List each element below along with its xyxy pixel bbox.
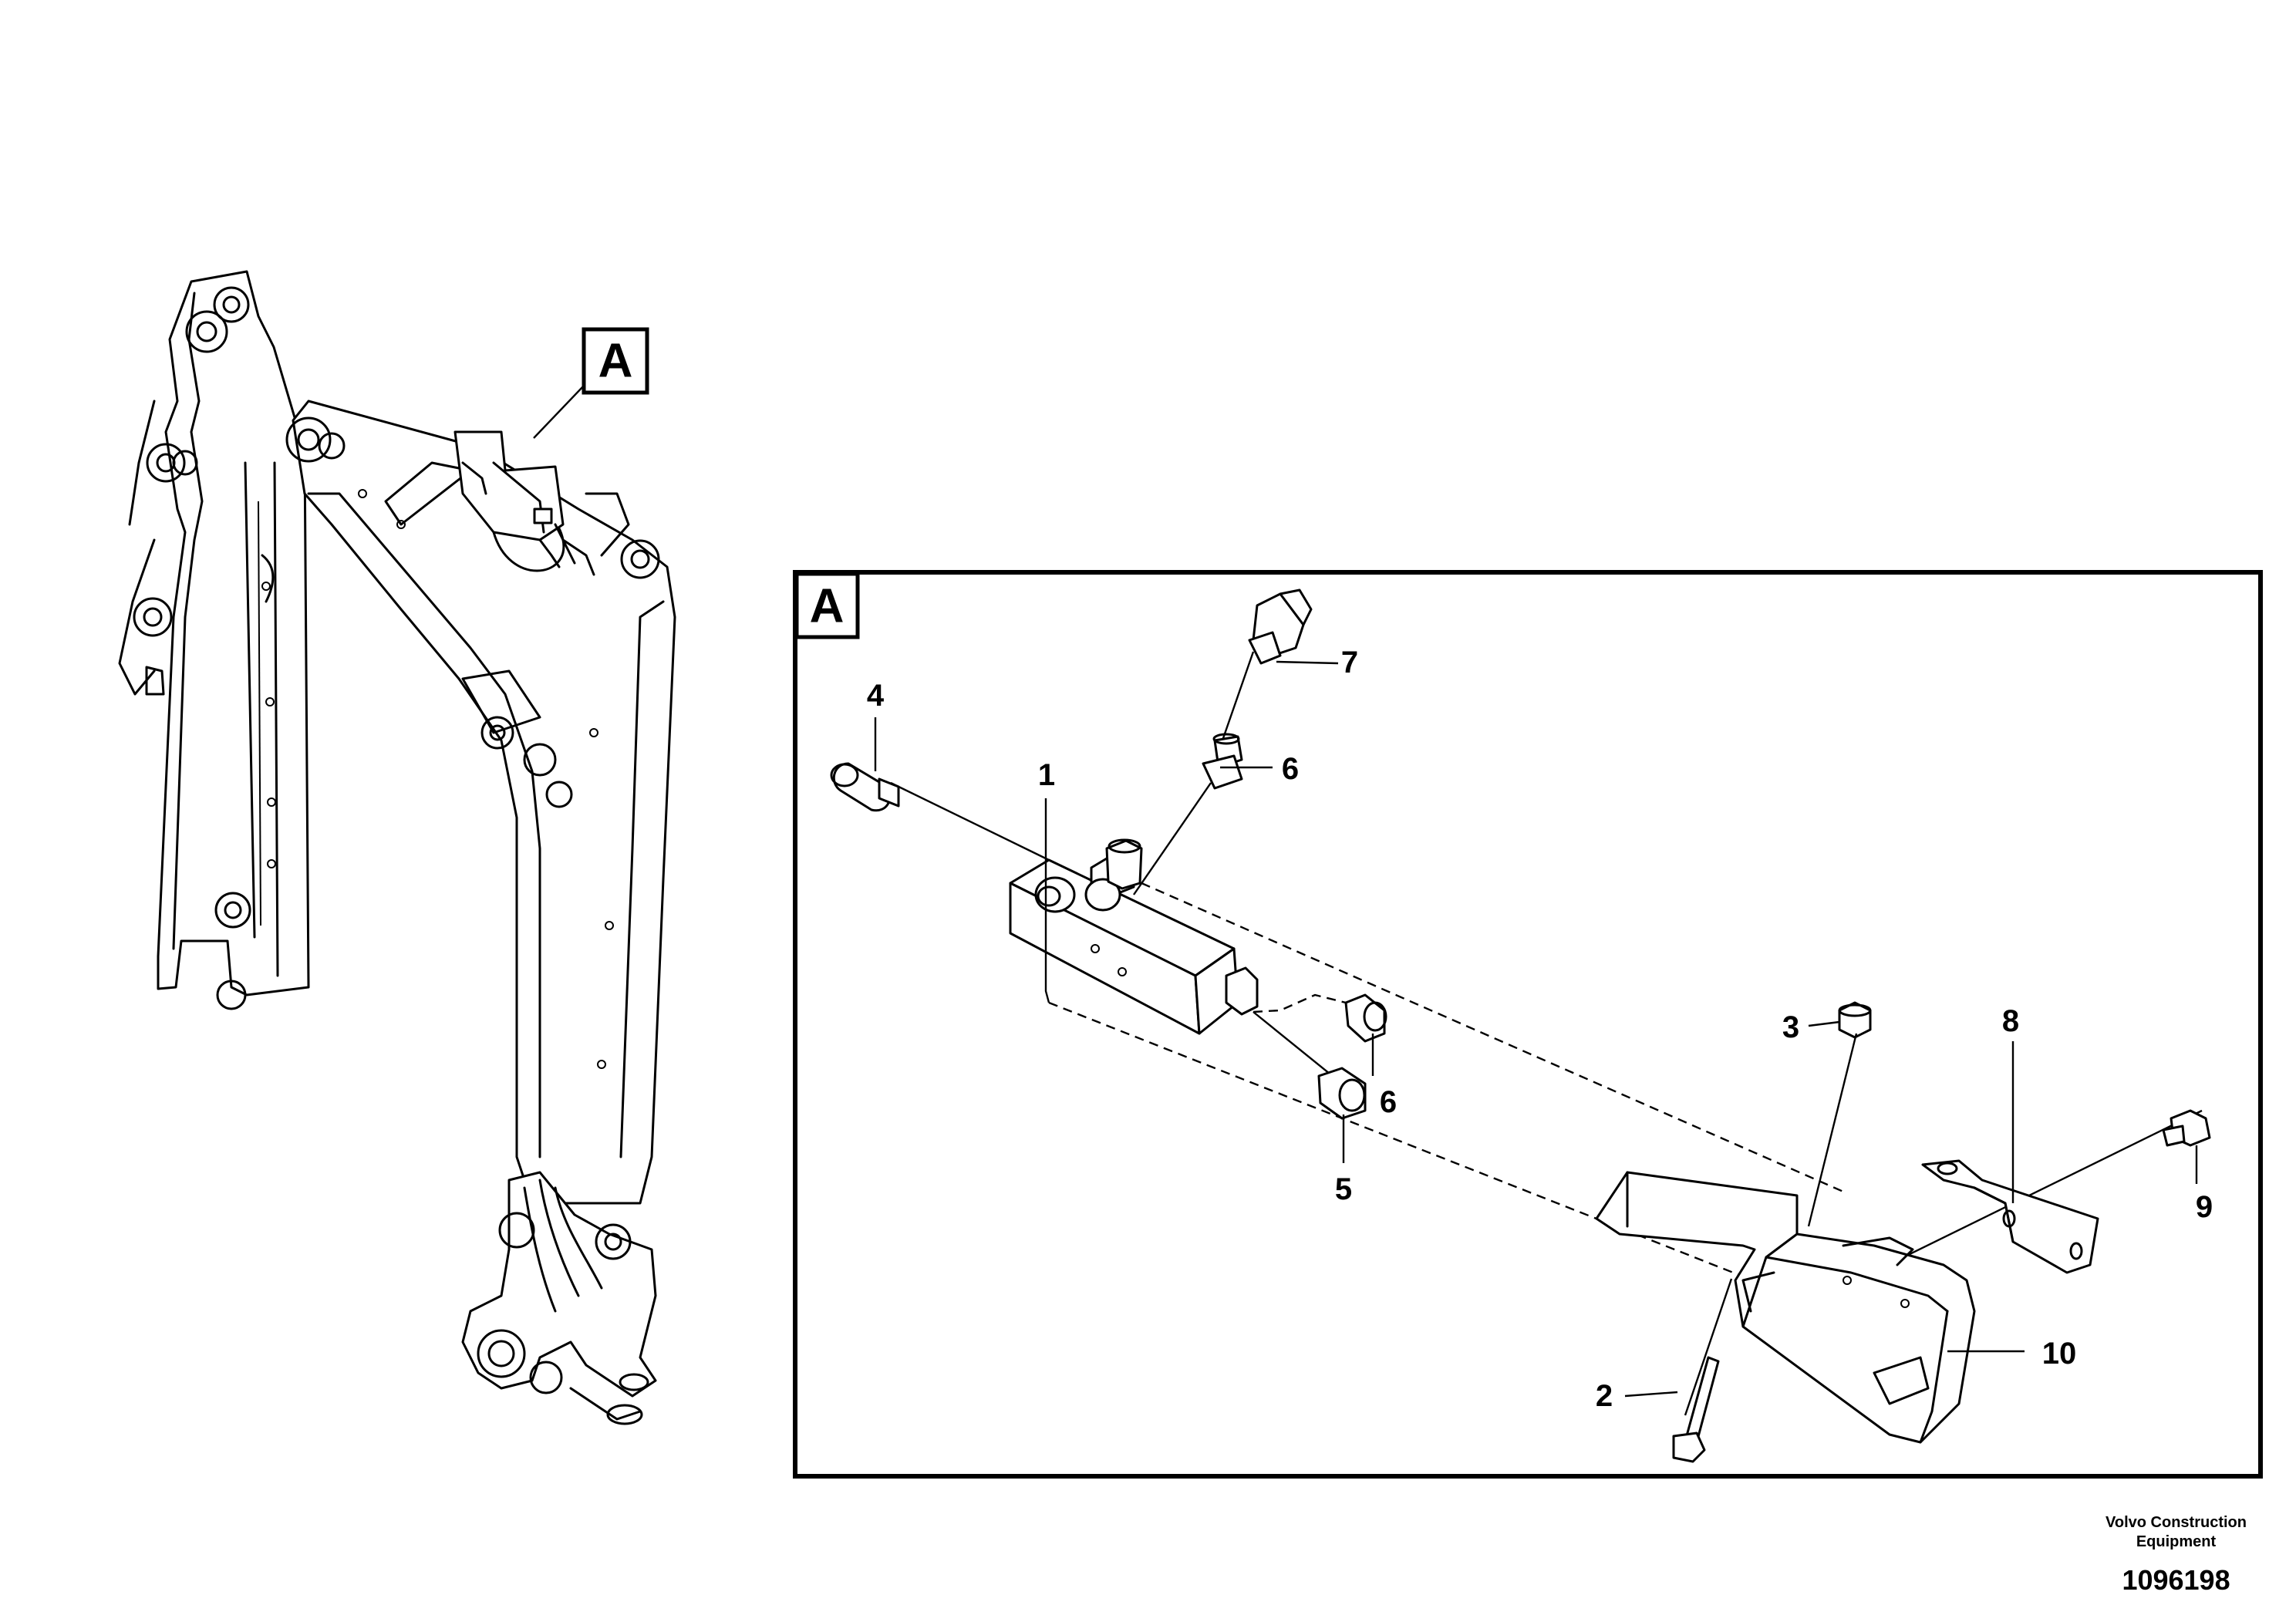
part-4-coupling xyxy=(830,762,900,812)
callout-2: 2 xyxy=(1596,1379,1613,1413)
footer-brand-line2: Equipment xyxy=(2136,1533,2217,1550)
callout-6-top: 6 xyxy=(1282,752,1299,786)
callout-3: 3 xyxy=(1782,1010,1799,1044)
part-10-cover-guard xyxy=(1595,1171,1976,1444)
boom-foot-mounting xyxy=(461,1171,657,1425)
part-7-elbow-connector xyxy=(1248,588,1313,665)
detail-a-label: A xyxy=(810,580,845,633)
part-5-fitting xyxy=(1317,1067,1367,1120)
part-8-bracket xyxy=(1921,1159,2099,1274)
boom-structure xyxy=(285,400,676,1205)
callout-10: 10 xyxy=(2042,1337,2077,1371)
part-6-adapter-top xyxy=(1202,733,1243,790)
callout-7: 7 xyxy=(1341,646,1358,679)
arm-structure xyxy=(118,270,310,1010)
part-3-nut xyxy=(1838,1001,1872,1039)
view-marker-label: A xyxy=(598,335,633,388)
valve-on-boom xyxy=(453,430,576,568)
callout-6-lower: 6 xyxy=(1380,1085,1397,1119)
detail-a-frame: A xyxy=(793,570,2263,1479)
callout-leaders xyxy=(874,660,2198,1398)
footer-brand-line1: Volvo Construction xyxy=(2106,1514,2247,1531)
part-1-valve-block xyxy=(1009,838,1259,1035)
part-2-long-bolt xyxy=(1672,1356,1720,1463)
footer-block: Volvo Construction Equipment 1096198 xyxy=(2106,1513,2247,1597)
part-6-adapter-lower xyxy=(1344,993,1387,1043)
callout-9: 9 xyxy=(2196,1190,2213,1224)
callout-numbers: 1 2 3 4 5 6 6 7 8 9 10 xyxy=(867,646,2213,1413)
callout-5: 5 xyxy=(1335,1172,1352,1206)
excavator-boom-overview: A xyxy=(118,270,676,1425)
drawing-number: 1096198 xyxy=(2122,1564,2230,1596)
callout-4: 4 xyxy=(867,679,885,713)
part-9-flange-bolt xyxy=(2162,1109,2211,1147)
callout-1: 1 xyxy=(1038,758,1055,792)
view-marker: A xyxy=(533,327,649,439)
callout-8: 8 xyxy=(2002,1004,2019,1038)
